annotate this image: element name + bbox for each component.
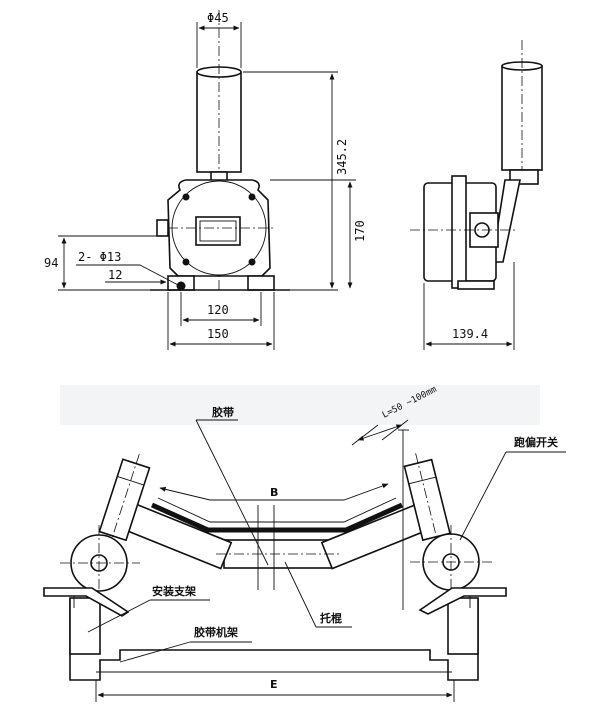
dim-body-height-label: 170	[353, 220, 367, 242]
dim-94-label: 94	[44, 256, 58, 270]
dim-e-label: E	[270, 678, 278, 691]
dim-total-height-label: 345.2	[335, 139, 349, 175]
belt	[150, 502, 404, 533]
dim-b-label: B	[270, 486, 278, 499]
switch-label: 跑偏开关	[514, 435, 558, 449]
side-view: 139.4	[410, 40, 543, 350]
dim-120-label: 120	[207, 303, 229, 317]
dim-150-label: 150	[207, 327, 229, 341]
front-view: Φ45 345.2 170 94 2- Φ13 12 120 150	[44, 10, 367, 350]
mount-bracket-label: 安装支架	[152, 584, 196, 598]
left-deviation-switch	[43, 453, 151, 617]
belt-label: 胶带	[212, 405, 234, 419]
dim-holes-label: 2- Φ13	[78, 250, 121, 264]
frame-label: 胶带机架	[194, 625, 238, 639]
dim-diameter-label: Φ45	[207, 11, 229, 25]
roller-label: 托棍	[320, 611, 342, 625]
right-deviation-switch	[403, 453, 507, 615]
display-window	[195, 216, 241, 246]
conveyor-view: B	[43, 385, 566, 702]
dim-12-label: 12	[108, 268, 122, 282]
dim-side-width-label: 139.4	[452, 327, 488, 341]
